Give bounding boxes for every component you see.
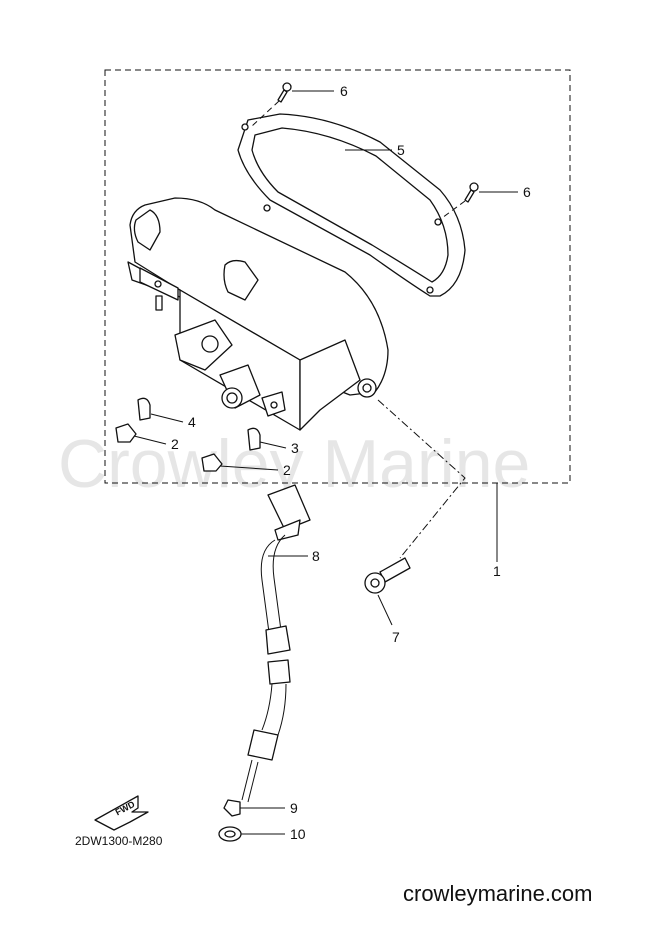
bulb-left — [137, 397, 151, 421]
callout-1: 1 — [493, 563, 501, 579]
meter-bezel — [237, 113, 466, 297]
leader-3 — [259, 441, 287, 449]
callout-4: 4 — [188, 414, 196, 430]
leader-7 — [377, 594, 393, 626]
leader-4 — [150, 413, 184, 423]
mounting-screw-guide — [377, 399, 466, 559]
leader-2b — [219, 465, 279, 471]
meter-case — [127, 197, 389, 431]
leader-2a — [133, 435, 167, 445]
callout-8: 8 — [312, 548, 320, 564]
speedometer-cable — [241, 484, 311, 803]
callout-10: 10 — [290, 826, 306, 842]
callout-6-top: 6 — [340, 83, 348, 99]
screw-right-guide — [441, 200, 466, 219]
screw-top-guide — [251, 100, 280, 127]
callout-6-right: 6 — [523, 184, 531, 200]
grommet — [218, 826, 242, 842]
socket-right — [201, 453, 223, 472]
callout-5: 5 — [397, 142, 405, 158]
diagram-code: 2DW1300-M280 — [75, 834, 163, 848]
website-label: crowleymarine.com — [403, 881, 593, 906]
callout-9: 9 — [290, 800, 298, 816]
cable-tip — [223, 799, 241, 817]
screw-top — [277, 82, 292, 103]
bulb-right — [247, 427, 261, 451]
socket-left — [115, 423, 137, 443]
assembly-boundary — [104, 69, 571, 484]
fwd-arrow-icon: FWD — [94, 795, 149, 831]
mounting-screw — [364, 557, 411, 594]
screw-right — [464, 182, 479, 203]
callout-7: 7 — [392, 629, 400, 645]
callout-2-right: 2 — [283, 462, 291, 478]
callout-2-left: 2 — [171, 436, 179, 452]
callout-3: 3 — [291, 440, 299, 456]
